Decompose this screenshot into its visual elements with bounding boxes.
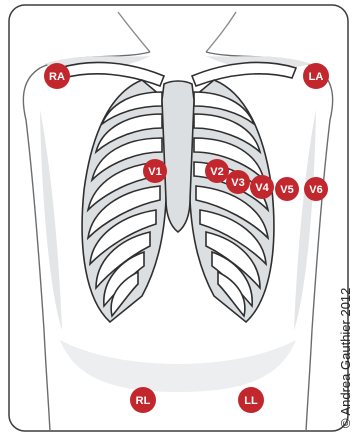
electrode-ra: RA — [44, 63, 70, 89]
electrode-rl: RL — [130, 387, 156, 413]
electrode-label-la: LA — [309, 71, 324, 83]
electrode-label-ll: LL — [244, 395, 258, 407]
electrode-label-v4: V4 — [255, 182, 269, 194]
electrode-v1: V1 — [143, 159, 167, 183]
copyright-text: © Andrea Gauthier 2012 — [338, 288, 353, 428]
electrode-v5: V5 — [275, 177, 299, 201]
electrode-la: LA — [303, 63, 329, 89]
electrode-ll: LL — [238, 387, 264, 413]
electrode-label-v3: V3 — [231, 177, 244, 189]
electrode-label-rl: RL — [136, 395, 151, 407]
electrode-label-v5: V5 — [280, 184, 293, 196]
electrode-label-v6: V6 — [309, 184, 322, 196]
electrode-v6: V6 — [304, 177, 328, 201]
electrode-v2: V2 — [205, 159, 229, 183]
electrode-label-v1: V1 — [148, 166, 161, 178]
electrode-label-ra: RA — [49, 71, 65, 83]
electrode-v3: V3 — [226, 170, 250, 194]
sternum — [162, 81, 194, 232]
electrode-v4: V4 — [250, 175, 274, 199]
electrode-label-v2: V2 — [210, 166, 223, 178]
